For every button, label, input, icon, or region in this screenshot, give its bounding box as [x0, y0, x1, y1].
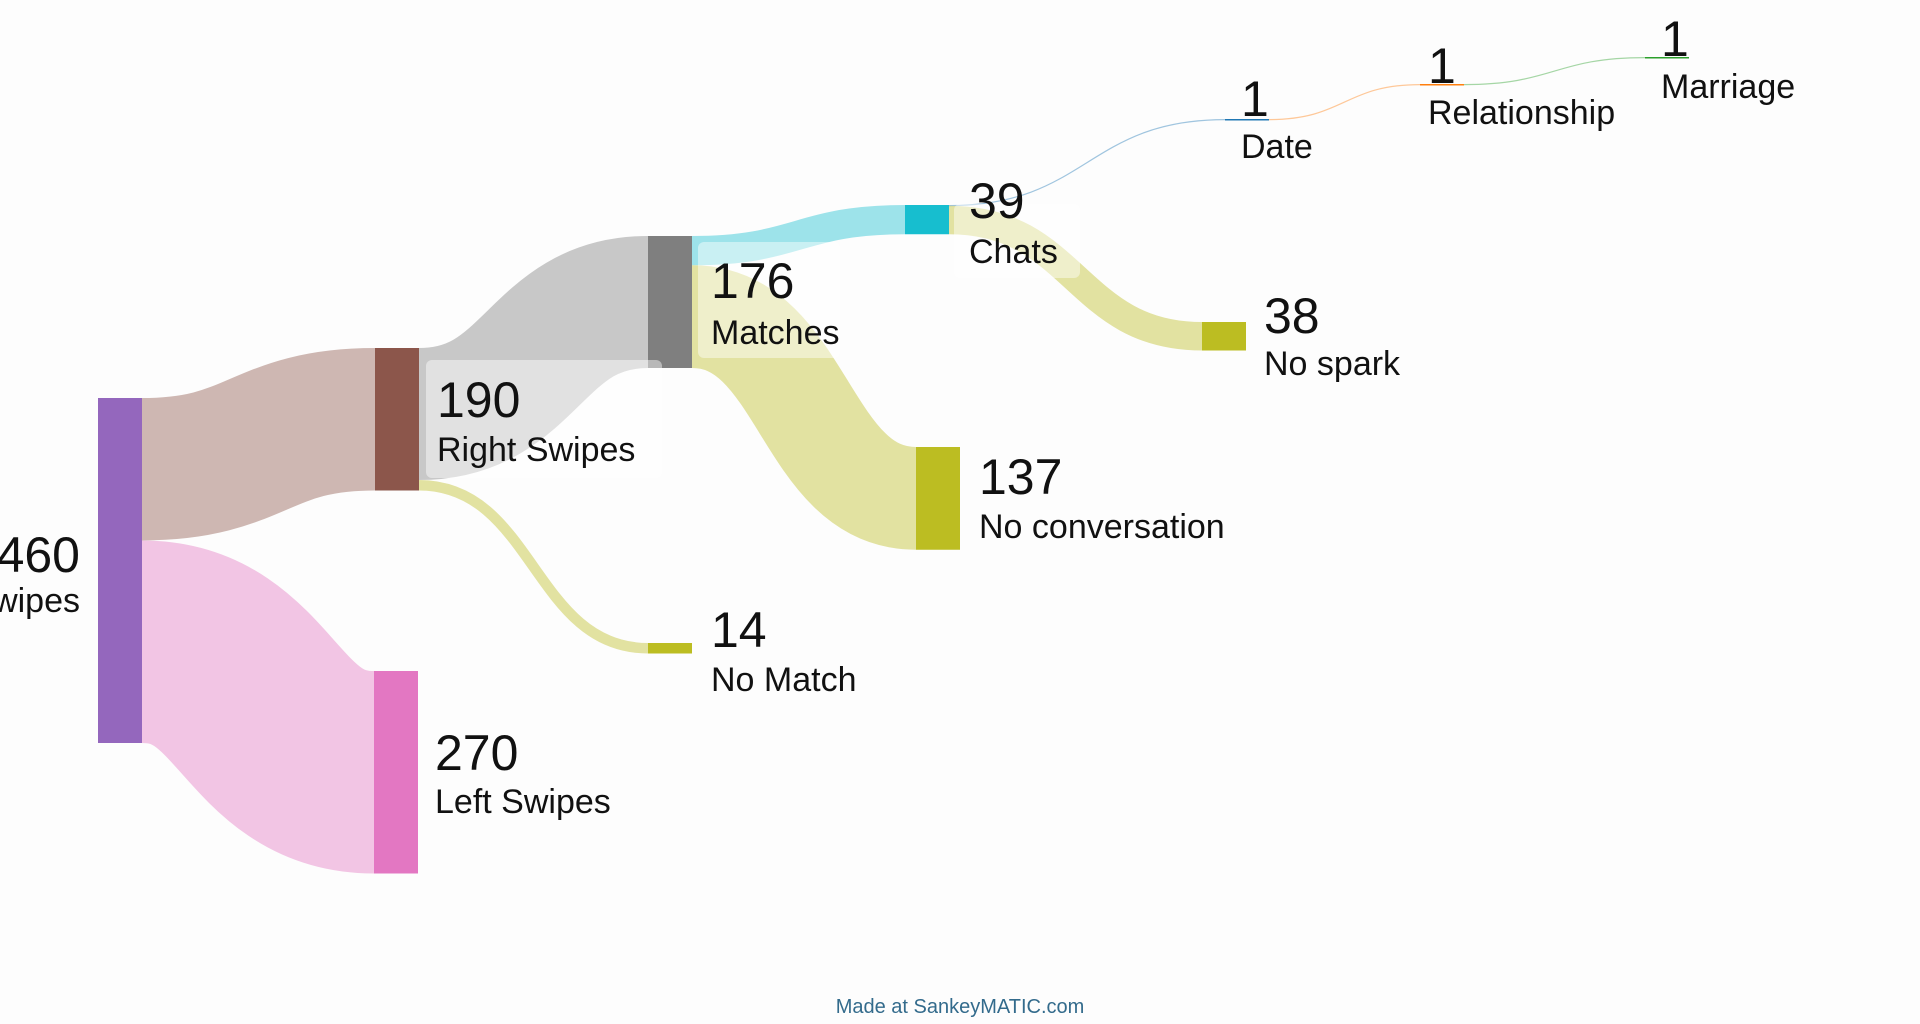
- node-label-nospark: No spark: [1264, 345, 1401, 383]
- node-value-right: 190: [437, 372, 520, 428]
- sankeymatic-credit[interactable]: Made at SankeyMATIC.com: [835, 996, 1085, 1018]
- node-marriage: [1645, 57, 1689, 59]
- node-label-left: Left Swipes: [435, 783, 611, 821]
- flow-date-to-relationship: [1268, 84, 1421, 121]
- flow-right-to-matches: [415, 236, 652, 480]
- node-label-marriage: Marriage: [1661, 68, 1795, 106]
- node-date: [1225, 119, 1269, 121]
- flow-chats-to-date: [948, 119, 1226, 207]
- node-value-relationship: 1: [1428, 38, 1456, 94]
- node-value-marriage: 1: [1661, 11, 1689, 67]
- node-nomatch: [648, 643, 692, 654]
- flow-matches-to-noconv: [688, 265, 920, 550]
- node-value-nomatch: 14: [711, 602, 767, 658]
- flow-right-to-nomatch: [418, 480, 649, 654]
- node-value-swipes: 460: [0, 527, 80, 583]
- node-value-nospark: 38: [1264, 288, 1320, 344]
- node-label-swipes: Swipes: [0, 582, 80, 620]
- node-label-date: Date: [1241, 128, 1313, 166]
- node-value-left: 270: [435, 725, 518, 781]
- node-relationship: [1420, 84, 1464, 86]
- node-matches: [648, 236, 692, 368]
- node-label-chats: Chats: [969, 233, 1058, 271]
- node-value-date: 1: [1241, 71, 1269, 127]
- node-value-matches: 176: [711, 253, 794, 309]
- node-noconv: [916, 447, 960, 550]
- node-right: [375, 348, 419, 491]
- flow-matches-to-chats: [691, 205, 906, 266]
- sankey-flows: [136, 57, 1646, 874]
- node-label-noconv: No conversation: [979, 508, 1225, 546]
- node-value-noconv: 137: [979, 449, 1062, 505]
- node-label-matches: Matches: [711, 314, 840, 352]
- node-label-nomatch: No Match: [711, 661, 857, 699]
- label-bg-chats: [954, 204, 1080, 278]
- flow-relationship-to-marriage: [1463, 57, 1646, 86]
- flow-chats-to-nospark: [948, 205, 1203, 351]
- node-nospark: [1202, 322, 1246, 351]
- node-swipes: [98, 398, 142, 743]
- node-value-chats: 39: [969, 173, 1025, 229]
- flow-swipes-to-right: [140, 348, 377, 541]
- node-chats: [905, 205, 949, 235]
- label-bg-matches: [698, 242, 840, 358]
- node-left: [374, 671, 418, 874]
- node-label-relationship: Relationship: [1428, 94, 1615, 132]
- sankey-nodes: [98, 57, 1689, 874]
- node-label-right: Right Swipes: [437, 431, 635, 469]
- label-bg-right: [426, 360, 662, 478]
- flow-swipes-to-left: [136, 540, 380, 874]
